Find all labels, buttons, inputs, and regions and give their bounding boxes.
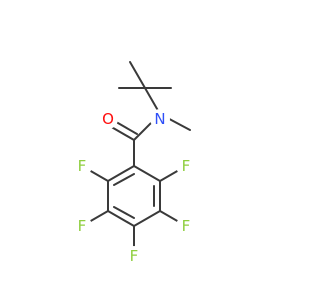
bond-ring-inner-2 (113, 206, 135, 219)
nitrogen-atom: N (150, 109, 170, 129)
nitrogen-label: N (154, 110, 165, 128)
bond-ring-6 (107, 165, 135, 182)
bond-ring-3 (133, 210, 161, 227)
fluorine-atom-3: F (72, 216, 92, 236)
bonds (81, 61, 191, 253)
bond-ring-1 (133, 165, 161, 182)
molecule-structure-diagram: O N F F F F F (72, 61, 196, 266)
atom-labels: O N F F F F F (72, 109, 196, 266)
fluorine-label-4: F (182, 217, 191, 235)
oxygen-label: O (102, 110, 114, 128)
bond-tbu-methyl-top (129, 61, 146, 89)
fluorine-atom-5: F (124, 246, 144, 266)
fluorine-atom-2: F (176, 156, 196, 176)
fluorine-label-1: F (78, 157, 87, 175)
bond-ring-inner-3 (113, 173, 135, 186)
oxygen-atom: O (98, 109, 118, 129)
fluorine-atom-4: F (176, 216, 196, 236)
fluorine-label-3: F (78, 217, 87, 235)
bond-ring-4 (107, 210, 135, 227)
fluorine-label-2: F (182, 157, 191, 175)
fluorine-atom-1: F (72, 156, 92, 176)
fluorine-label-5: F (130, 247, 139, 265)
